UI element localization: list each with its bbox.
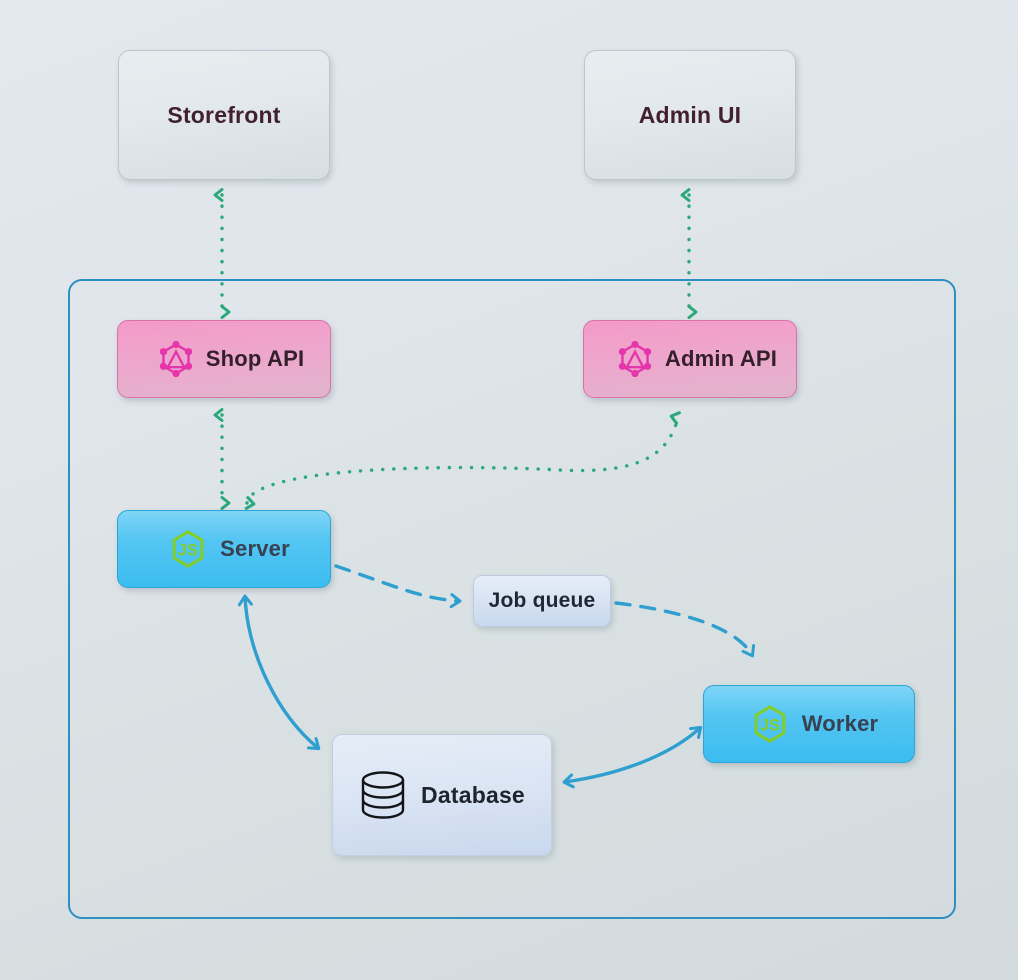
node-job-queue-label: Job queue	[488, 589, 596, 612]
graphql-icon	[154, 337, 198, 381]
node-shop-api-label: Shop API	[205, 346, 305, 371]
node-database-label: Database	[421, 781, 525, 808]
node-database[interactable]: Database	[332, 734, 552, 856]
node-job-queue[interactable]: Job queue	[473, 575, 611, 627]
node-admin-ui[interactable]: Admin UI	[584, 50, 796, 180]
node-shop-api[interactable]: Shop API	[117, 320, 331, 398]
nodejs-icon: JS	[166, 527, 210, 571]
svg-text:JS: JS	[760, 717, 780, 735]
node-admin-api[interactable]: Admin API	[583, 320, 797, 398]
node-admin-api-label: Admin API	[664, 346, 778, 371]
node-server-label: Server	[220, 536, 290, 561]
node-storefront-label: Storefront	[167, 101, 281, 128]
graphql-icon	[613, 337, 657, 381]
node-worker[interactable]: JS Worker	[703, 685, 915, 763]
node-admin-ui-label: Admin UI	[638, 101, 742, 128]
database-icon	[359, 769, 407, 821]
node-storefront[interactable]: Storefront	[118, 50, 330, 180]
server-boundary-container	[68, 279, 956, 919]
nodejs-icon: JS	[748, 702, 792, 746]
node-worker-label: Worker	[801, 711, 879, 736]
node-server[interactable]: JS Server	[117, 510, 331, 588]
svg-text:JS: JS	[178, 542, 198, 560]
